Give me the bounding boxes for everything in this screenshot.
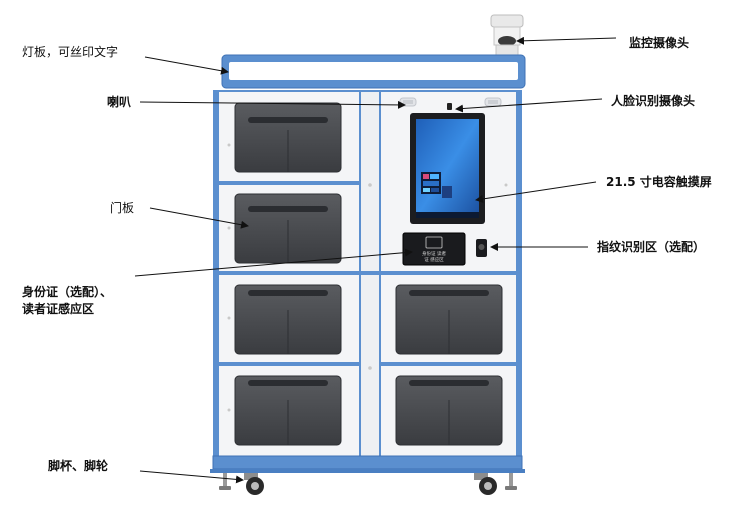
- door-panel-5: [395, 284, 503, 355]
- label-touch-screen: 21.5 寸电容触摸屏: [606, 175, 712, 189]
- label-light-board: 灯板，可丝印文字: [22, 45, 119, 59]
- label-speaker: 喇叭: [107, 95, 132, 109]
- arrow-id-card: [134, 248, 413, 277]
- door-panel-2: [227, 193, 342, 264]
- label-id-card-line1: 身份证（选配）、: [22, 285, 113, 299]
- card-reader-text-line2: 证 感应区: [424, 256, 444, 263]
- touch-screen: [410, 113, 485, 224]
- monitor-camera: [490, 14, 524, 56]
- door-panel-6: [395, 375, 503, 446]
- leader-lines: [134, 36, 617, 484]
- card-reader-text-line1: 身份证 读者: [422, 250, 446, 257]
- label-id-card-line2: 读者证感应区: [22, 302, 95, 316]
- label-casters: 脚杯、脚轮: [48, 459, 109, 473]
- arrow-face-camera: [455, 98, 603, 113]
- card-reader-panel: [402, 232, 466, 266]
- door-panel-3: [227, 284, 342, 355]
- caster-left: [219, 473, 264, 495]
- arrow-door-panel: [149, 207, 249, 229]
- fingerprint-reader: [476, 239, 487, 257]
- cabinet-base: [210, 455, 525, 473]
- door-panel-4: [227, 375, 342, 446]
- arrow-speaker: [139, 100, 406, 109]
- arrow-light-board: [144, 56, 229, 75]
- face-camera: [447, 103, 452, 110]
- arrow-touch-screen: [475, 181, 597, 203]
- label-fingerprint: 指纹识别区（选配）: [597, 240, 706, 254]
- arrow-monitor-camera: [516, 36, 617, 45]
- label-door-panel: 门板: [110, 201, 135, 215]
- speaker-grille: [399, 97, 502, 107]
- caster-right: [474, 473, 517, 495]
- label-face-camera: 人脸识别摄像头: [611, 94, 696, 108]
- label-monitor-camera: 监控摄像头: [629, 36, 690, 50]
- arrow-casters: [139, 470, 244, 484]
- door-panel-1: [227, 102, 342, 173]
